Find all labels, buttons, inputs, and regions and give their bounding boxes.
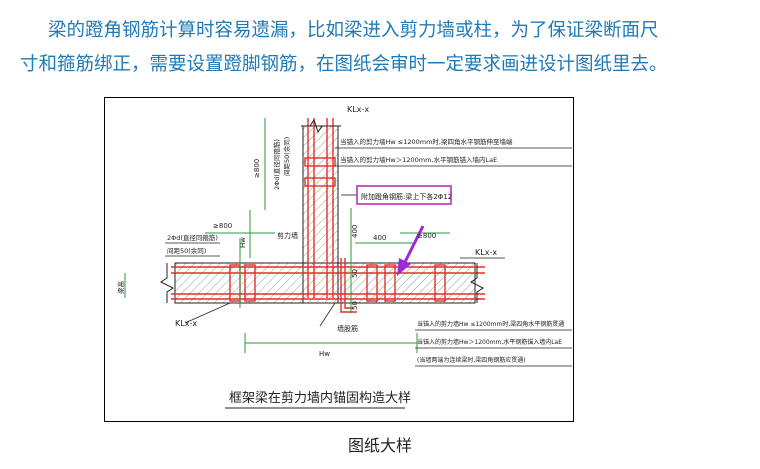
label-klx-top: KLx-x — [347, 105, 369, 114]
note-top-2: 当锚入的剪力墙Hw＞1200mm,水平钢筋锚入墙内LaE — [340, 155, 497, 164]
intro-paragraph: 梁的蹬角钢筋计算时容易遗漏，比如梁进入剪力墙或柱，为了保证梁断面尺 寸和箍筋绑正… — [20, 14, 750, 82]
purple-arrow — [397, 225, 425, 276]
dim-400-horizontal: 400 — [373, 234, 386, 242]
dim-50-b: 50 — [351, 301, 359, 310]
label-beam-height: 梁高 — [116, 281, 125, 295]
label-shear-wall: 剪力墙 — [277, 231, 298, 240]
dim-800-right: ≥800 — [417, 232, 436, 240]
corner-rebar — [340, 258, 357, 313]
highlight-box — [356, 185, 452, 205]
rebar-detail-drawing: KLx-x KLx-x KLx-x 当锚入的剪力墙Hw ≤1200mm时,梁四角… — [116, 105, 572, 409]
stirrup — [304, 177, 336, 187]
break-mark — [470, 263, 484, 303]
label-spacing-left: 间距50(余同) — [167, 246, 206, 255]
corner-rebar — [344, 258, 353, 309]
beam-outline — [174, 262, 476, 304]
label-wall-bars: 墙股筋 — [337, 324, 358, 333]
label-stirrup-left: 2Φd(直径同箍筋) — [167, 233, 218, 242]
leader-line — [184, 302, 231, 324]
paragraph-line-2: 寸和箍筋绑正，需要设置蹬脚钢筋，在图纸会审时一定要求画进设计图纸里去。 — [20, 54, 668, 75]
stirrup — [434, 264, 446, 302]
stirrup — [384, 264, 396, 302]
label-klx-right: KLx-x — [475, 248, 497, 257]
label-hw-vertical: Hw — [239, 237, 247, 248]
label-spacing-vertical: 间距50(余同) — [282, 137, 291, 176]
note-highlight: 附加蹬角钢筋:梁上下各2Φ12 — [361, 192, 452, 201]
leader-line — [319, 302, 336, 327]
note-bottom-2: 当锚入的剪力墙Hw＞1200mm,水平钢筋锚入墙内LaE — [417, 338, 562, 346]
stirrup — [366, 264, 378, 302]
note-bottom-1: 当锚入的剪力墙Hw ≤1200mm时,梁四角水平钢筋贯通 — [417, 320, 564, 328]
drawing-title: 框架梁在剪力墙内锚固构造大样 — [229, 390, 411, 406]
dim-800-vertical: ≥800 — [253, 159, 261, 178]
stirrup — [304, 157, 336, 167]
break-mark — [160, 263, 174, 303]
column-hatch — [303, 126, 338, 263]
dim-400-vertical: 400 — [351, 225, 359, 238]
break-mark — [301, 118, 341, 134]
note-bottom-3: (当墙两端为连续梁时,梁四角钢筋应贯通) — [417, 356, 526, 364]
label-stirrup-vertical: 2Φd(直径同箍筋) — [272, 139, 281, 190]
note-top-1: 当锚入的剪力墙Hw ≤1200mm时,梁四角水平钢筋伸至墙端 — [340, 137, 513, 146]
wall-hatch — [175, 263, 475, 303]
dim-50-a: 50 — [351, 269, 359, 278]
label-klx-left: KLx-x — [175, 319, 197, 328]
drawing-frame: KLx-x KLx-x KLx-x 当锚入的剪力墙Hw ≤1200mm时,梁四角… — [104, 97, 574, 422]
paragraph-line-1: 梁的蹬角钢筋计算时容易遗漏，比如梁进入剪力墙或柱，为了保证梁断面尺 — [48, 20, 659, 41]
label-hw-bottom: Hw — [319, 350, 330, 358]
stirrup — [244, 264, 256, 302]
figure-caption: 图纸大样 — [347, 436, 412, 455]
dim-800-left: ≥800 — [213, 222, 232, 230]
